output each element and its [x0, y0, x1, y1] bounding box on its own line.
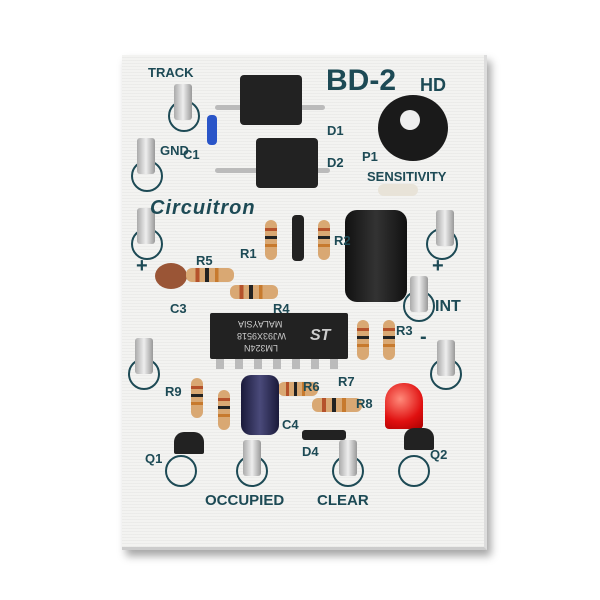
- label-p1: P1: [362, 149, 378, 164]
- label-q2: Q2: [430, 447, 448, 462]
- label-plus-right: +: [432, 255, 444, 277]
- terminal-left-lower: [135, 338, 153, 374]
- label-sensitivity: SENSITIVITY: [367, 169, 447, 184]
- label-r3: R3: [396, 323, 413, 338]
- chip-pin: [292, 359, 300, 369]
- label-r9: R9: [165, 384, 182, 399]
- transistor-q2: [404, 428, 434, 450]
- ic-chip-lm324n: LM324N WJ93X9518 MALAYSIA ST: [210, 313, 348, 359]
- capacitor-c3: [155, 263, 187, 289]
- terminal-clear: [339, 440, 357, 476]
- resistor-r6: [278, 382, 318, 396]
- pad-q2: [398, 455, 430, 487]
- label-track: TRACK: [148, 65, 194, 80]
- resistor-r2: [318, 220, 330, 260]
- board-suffix: HD: [420, 75, 446, 95]
- resistor-r8: [312, 398, 362, 412]
- label-r5: R5: [196, 253, 213, 268]
- label-occupied: OCCUPIED: [205, 492, 285, 509]
- label-d4: D4: [302, 444, 319, 459]
- chip-text-part: LM324N: [243, 343, 278, 353]
- pad-q1: [165, 455, 197, 487]
- transistor-q1: [174, 432, 204, 454]
- label-r7: R7: [338, 374, 355, 389]
- label-c4: C4: [282, 417, 299, 432]
- diode-d1: [240, 75, 302, 125]
- terminal-minus-right: [437, 340, 455, 376]
- resistor-r1: [265, 220, 277, 260]
- label-r8: R8: [356, 396, 373, 411]
- resistor-r5: [186, 268, 234, 282]
- terminal-plus-right: [436, 210, 454, 246]
- capacitor-electrolytic: [345, 210, 407, 302]
- label-plus-left: +: [136, 255, 148, 277]
- chip-pin: [235, 359, 243, 369]
- chip-text-code: WJ93X9518: [236, 331, 286, 341]
- label-c1: C1: [183, 147, 200, 162]
- terminal-occupied: [243, 440, 261, 476]
- label-gnd: GND: [160, 143, 189, 158]
- label-q1: Q1: [145, 451, 163, 466]
- resistor-r3: [383, 320, 395, 360]
- chip-pin: [330, 359, 338, 369]
- label-minus-right: -: [420, 326, 427, 348]
- chip-pin: [273, 359, 281, 369]
- led-red: [385, 383, 423, 429]
- label-r1: R1: [240, 246, 257, 261]
- trim-screw-icon: [400, 110, 420, 130]
- resistor-r11: [378, 184, 418, 196]
- resistor-r4: [230, 285, 278, 299]
- terminal-gnd: [137, 138, 155, 174]
- diode-d3: [292, 215, 304, 261]
- label-d2: D2: [327, 155, 344, 170]
- label-r6: R6: [303, 379, 320, 394]
- potentiometer-p1[interactable]: [378, 95, 448, 161]
- terminal-int: [410, 276, 428, 312]
- brand-logo: Circuitron: [150, 197, 256, 219]
- terminal-plus-left: [137, 208, 155, 244]
- resistor-r7: [357, 320, 369, 360]
- label-r2: R2: [334, 233, 351, 248]
- label-c3: C3: [170, 301, 187, 316]
- capacitor-c4: [241, 375, 279, 435]
- chip-pin: [311, 359, 319, 369]
- label-int: INT: [435, 298, 461, 315]
- chip-logo: ST: [310, 327, 331, 344]
- label-d1: D1: [327, 123, 344, 138]
- diode-d2: [256, 138, 318, 188]
- terminal-track: [174, 84, 192, 120]
- chip-text-origin: MALAYSIA: [237, 319, 282, 329]
- board-title: BD-2: [326, 64, 397, 97]
- label-r4: R4: [273, 301, 290, 316]
- resistor-r9: [191, 378, 203, 418]
- capacitor-c1: [207, 115, 217, 145]
- resistor-r10: [218, 390, 230, 430]
- chip-pin: [254, 359, 262, 369]
- diode-d4: [302, 430, 346, 440]
- label-clear: CLEAR: [317, 492, 369, 509]
- chip-pin: [216, 359, 224, 369]
